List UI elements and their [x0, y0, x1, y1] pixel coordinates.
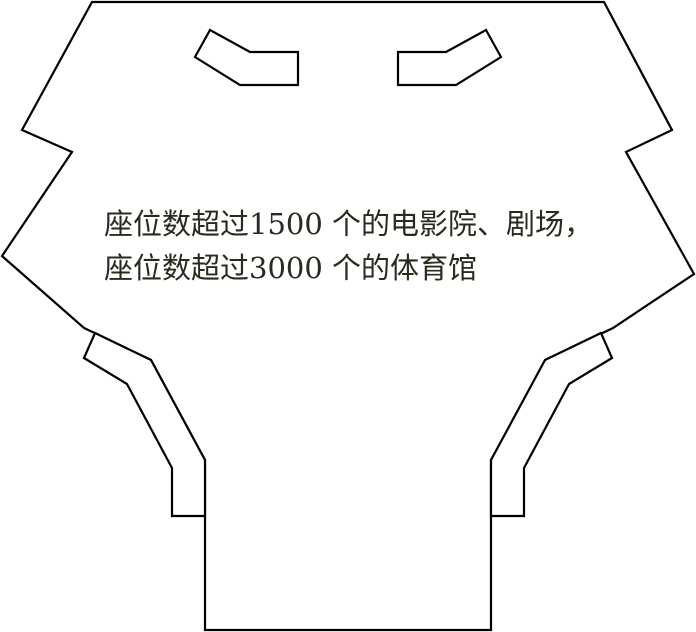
upper-right-block — [396, 28, 503, 87]
caption-line-1: 座位数超过1500 个的电影院、剧场， — [104, 207, 593, 241]
lower-right-wing — [489, 331, 614, 518]
caption-line-2: 座位数超过3000 个的体育馆 — [104, 251, 477, 285]
upper-left-block — [193, 28, 300, 87]
lower-left-wing — [82, 331, 207, 518]
